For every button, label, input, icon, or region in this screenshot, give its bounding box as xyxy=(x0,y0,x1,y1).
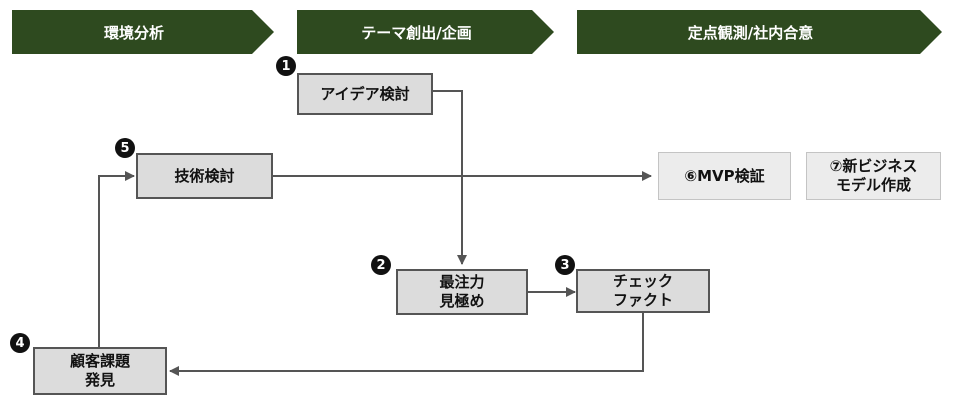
box-focus-line1: 最注力 xyxy=(439,273,485,292)
box-check-line1: チェック xyxy=(612,272,673,291)
box-focus: 最注力 見極め xyxy=(396,269,528,315)
phase-monitor: 定点観測/社内合意 xyxy=(577,10,942,54)
arrow-issue-to-tech xyxy=(98,171,135,347)
phase-analysis-label: 環境分析 xyxy=(103,23,164,42)
box-idea: アイデア検討 xyxy=(297,73,433,115)
box-tech: 技術検討 xyxy=(136,153,273,199)
box-check-line2: ファクト xyxy=(612,291,673,309)
box-check: チェック ファクト xyxy=(576,269,710,313)
step-badge-5: 5 xyxy=(115,138,135,158)
step-badge-1: 1 xyxy=(276,56,296,76)
step-badge-3: 3 xyxy=(555,255,575,275)
arrow-idea-to-focus xyxy=(431,90,467,265)
box-focus-line2: 見極め xyxy=(439,292,485,310)
phase-monitor-label: 定点観測/社内合意 xyxy=(687,23,814,42)
box-model-line1: ⑦新ビジネス xyxy=(829,157,918,176)
box-idea-label: アイデア検討 xyxy=(320,84,410,103)
box-model-line2: モデル作成 xyxy=(835,176,911,194)
box-issue: 顧客課題 発見 xyxy=(33,347,167,395)
step-badge-4: 4 xyxy=(10,333,30,353)
box-issue-line2: 発見 xyxy=(84,371,115,389)
step-badge-2: 2 xyxy=(371,255,391,275)
phase-theme: テーマ創出/企画 xyxy=(297,10,554,54)
box-tech-label: 技術検討 xyxy=(174,166,235,185)
box-mvp-label: ⑥MVP検証 xyxy=(684,166,765,185)
arrow-check-to-issue xyxy=(169,312,644,376)
box-model: ⑦新ビジネス モデル作成 xyxy=(806,152,941,200)
box-mvp: ⑥MVP検証 xyxy=(658,152,791,200)
phase-theme-label: テーマ創出/企画 xyxy=(361,23,472,42)
phase-analysis: 環境分析 xyxy=(12,10,274,54)
box-issue-line1: 顧客課題 xyxy=(69,352,130,371)
